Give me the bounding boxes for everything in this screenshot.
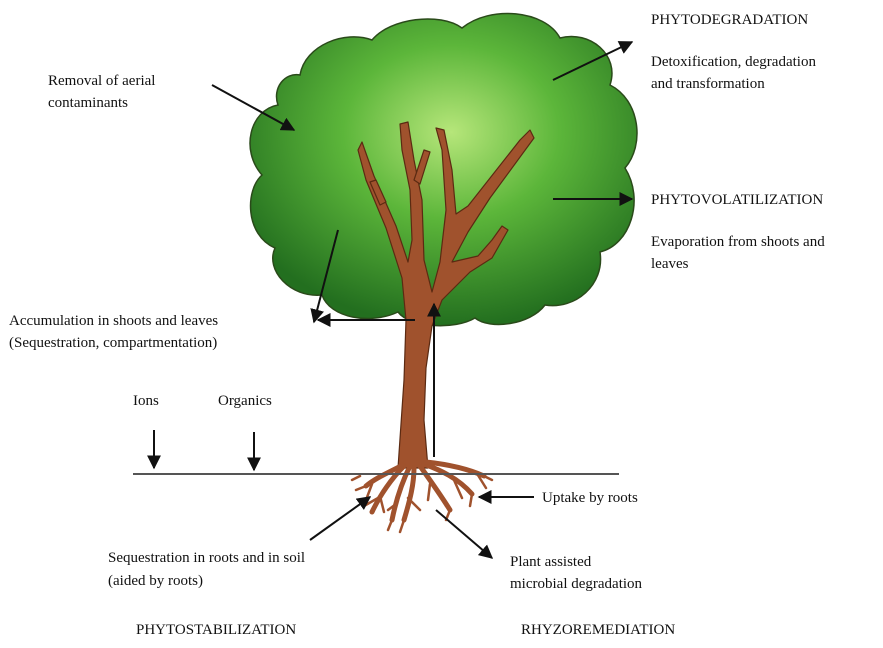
- microbial-degradation-line1: Plant assisted: [510, 552, 591, 572]
- microbial-degradation-line2: microbial degradation: [510, 574, 642, 594]
- aerial-removal-line1: Removal of aerial: [48, 71, 155, 91]
- uptake-by-roots-label: Uptake by roots: [542, 488, 638, 508]
- arrow-microbial-degradation: [436, 510, 492, 558]
- phytodegradation-desc-line2: and transformation: [651, 74, 765, 94]
- sequestration-line1: Sequestration in roots and in soil: [108, 548, 305, 568]
- phytovolatilization-desc-line2: leaves: [651, 254, 688, 274]
- rhyzoremediation-title: RHYZOREMEDIATION: [521, 620, 675, 640]
- arrow-sequestration: [310, 497, 370, 540]
- ions-label: Ions: [133, 391, 159, 411]
- phytodegradation-desc-line1: Detoxification, degradation: [651, 52, 816, 72]
- sequestration-line2: (aided by roots): [108, 571, 203, 591]
- accumulation-line2: (Sequestration, compartmentation): [9, 333, 217, 353]
- phytodegradation-title: PHYTODEGRADATION: [651, 10, 808, 30]
- phytostabilization-title: PHYTOSTABILIZATION: [136, 620, 296, 640]
- phytovolatilization-desc-line1: Evaporation from shoots and: [651, 232, 825, 252]
- accumulation-line1: Accumulation in shoots and leaves: [9, 311, 218, 331]
- phytovolatilization-title: PHYTOVOLATILIZATION: [651, 190, 823, 210]
- aerial-removal-line2: contaminants: [48, 93, 128, 113]
- organics-label: Organics: [218, 391, 272, 411]
